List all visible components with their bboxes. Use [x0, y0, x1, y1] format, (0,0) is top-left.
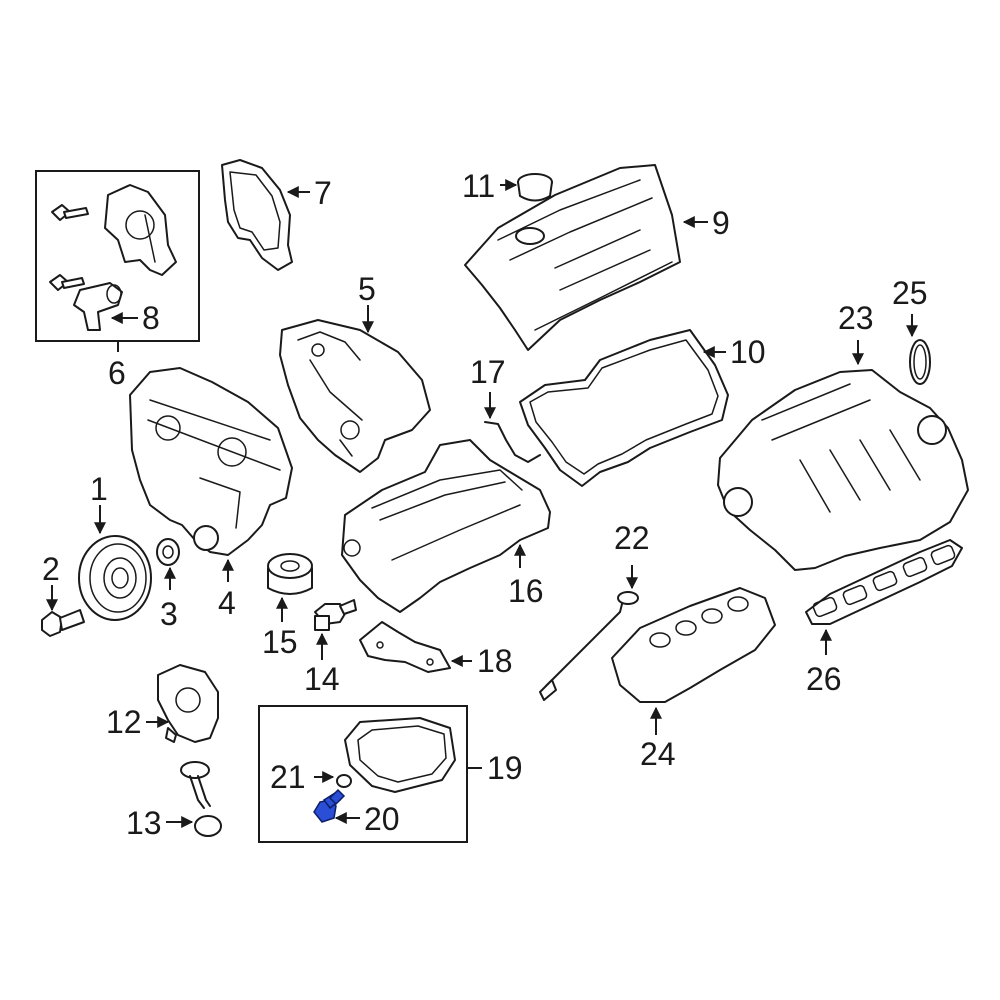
callout-21: 21 [270, 759, 306, 795]
oil-pressure-sensor[interactable] [314, 599, 357, 631]
water-inlet-fitting[interactable] [73, 282, 123, 331]
lower-oil-pan[interactable] [344, 717, 456, 793]
callout-7: 7 [314, 175, 332, 211]
callout-18: 18 [477, 643, 513, 679]
callout-8: 8 [142, 300, 160, 336]
front-crank-seal[interactable] [156, 538, 180, 566]
callout-16: 16 [508, 573, 544, 609]
callout-19: 19 [487, 750, 523, 786]
callout-20: 20 [364, 801, 400, 837]
oil-pan-baffle[interactable] [359, 621, 451, 673]
drain-plug-washer[interactable] [336, 774, 352, 788]
crankshaft-pulley[interactable] [78, 535, 152, 621]
oil-pump[interactable] [157, 664, 219, 743]
callout-26: 26 [806, 661, 842, 697]
callout-24: 24 [640, 736, 676, 772]
upper-intake-manifold[interactable] [717, 369, 969, 571]
oil-filter[interactable] [267, 553, 313, 595]
bolt-upper-left[interactable] [51, 204, 89, 221]
callout-15: 15 [262, 624, 298, 660]
intake-o-ring[interactable] [909, 339, 931, 385]
callout-2: 2 [42, 551, 60, 587]
drain-plug[interactable] [313, 788, 346, 823]
callout-11: 11 [462, 168, 495, 204]
callout-4: 4 [218, 585, 236, 621]
callout-14: 14 [304, 661, 340, 697]
callout-9: 9 [712, 205, 730, 241]
front-cover-gasket[interactable] [221, 159, 293, 271]
callout-25: 25 [892, 275, 928, 311]
callout-23: 23 [838, 300, 874, 336]
bolt-lower-left[interactable] [49, 274, 85, 291]
callout-10: 10 [730, 334, 766, 370]
engine-front-cover[interactable] [129, 367, 293, 556]
callout-3: 3 [160, 596, 178, 632]
timing-cover[interactable] [279, 319, 431, 473]
callout-22: 22 [614, 520, 650, 556]
oil-pan-seal[interactable] [484, 421, 541, 463]
group-box-19 [258, 705, 468, 843]
valve-cover[interactable] [464, 164, 681, 351]
intake-manifold-gasket[interactable] [805, 539, 963, 625]
oil-strainer[interactable] [180, 761, 222, 837]
valve-cover-gasket[interactable] [519, 329, 729, 487]
oil-filler-cap[interactable] [517, 173, 553, 202]
callout-1: 1 [90, 471, 108, 507]
callout-13: 13 [126, 805, 162, 841]
pulley-bolt[interactable] [41, 609, 85, 637]
oil-dipstick[interactable] [539, 591, 639, 701]
lower-intake-manifold[interactable] [611, 587, 776, 703]
water-pump-assembly[interactable] [104, 184, 177, 276]
callout-12: 12 [106, 704, 142, 740]
upper-oil-pan[interactable] [341, 439, 551, 613]
callout-6: 6 [108, 355, 126, 391]
callout-5: 5 [358, 271, 376, 307]
callout-17: 17 [470, 354, 506, 390]
